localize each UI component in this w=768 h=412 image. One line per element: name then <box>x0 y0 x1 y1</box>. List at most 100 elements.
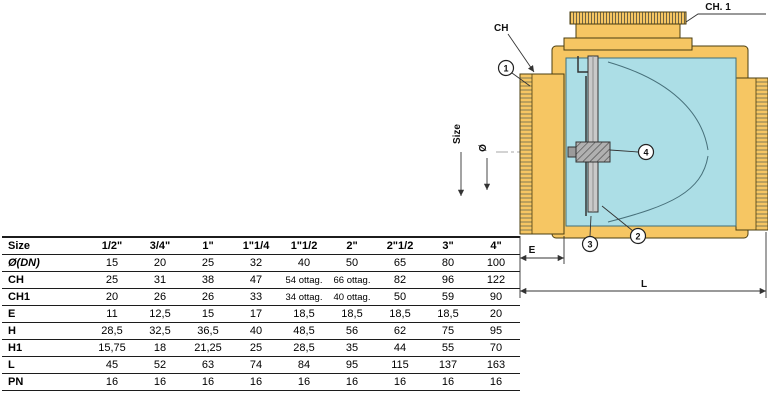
row-label: CH1 <box>2 288 88 306</box>
table-cell: 11 <box>88 305 136 323</box>
table-cell: 48,5 <box>280 322 328 340</box>
ch1-leader-line <box>685 13 766 23</box>
cap-knurl-hatch <box>569 11 687 25</box>
table-cell: 50 <box>376 288 424 306</box>
table-cell: 82 <box>376 271 424 289</box>
size-column-header: 1/2" <box>88 236 136 255</box>
table-cell: 20 <box>136 254 184 272</box>
table-cell: 40 <box>280 254 328 272</box>
cap-body <box>575 23 681 39</box>
callout-3-leader <box>589 215 592 237</box>
table-cell: 15,75 <box>88 339 136 357</box>
table-cell: 21,25 <box>184 339 232 357</box>
table-cell: 47 <box>232 271 280 289</box>
table-cell: 38 <box>184 271 232 289</box>
table-cell: 63 <box>184 356 232 374</box>
ch-leader-line <box>507 33 535 73</box>
table-cell: 90 <box>472 288 520 306</box>
table-cell: 137 <box>424 356 472 374</box>
table-cell: 18,5 <box>280 305 328 323</box>
table-cell: 16 <box>232 373 280 391</box>
table-cell: 35 <box>328 339 376 357</box>
table-cell: 25 <box>184 254 232 272</box>
table-cell: 36,5 <box>184 322 232 340</box>
table-cell: 44 <box>376 339 424 357</box>
table-corner-header: Size <box>2 236 88 255</box>
table-cell: 16 <box>280 373 328 391</box>
diameter-dim-label: Ø <box>478 144 489 152</box>
callout-2 <box>629 227 647 245</box>
table-cell: 28,5 <box>88 322 136 340</box>
table-cell: 18,5 <box>328 305 376 323</box>
right-thread-hatch <box>755 77 768 231</box>
valve-technical-drawing: Size Ø CH CH. 1 E L 1 <box>440 0 768 332</box>
table-cell: 56 <box>328 322 376 340</box>
callout-2-number: 2 <box>635 232 640 242</box>
table-cell: 66 ottag. <box>328 271 376 289</box>
table-cell: 122 <box>472 271 520 289</box>
table-cell: 55 <box>424 339 472 357</box>
table-cell: 16 <box>184 373 232 391</box>
row-label: E <box>2 305 88 323</box>
table-cell: 20 <box>472 305 520 323</box>
table-cell: 115 <box>376 356 424 374</box>
table-cell: 16 <box>376 373 424 391</box>
flow-contour-upper <box>607 61 709 151</box>
table-cell: 26 <box>136 288 184 306</box>
table-cell: 34 ottag. <box>280 288 328 306</box>
table-cell: 59 <box>424 288 472 306</box>
table-cell: 84 <box>280 356 328 374</box>
table-cell: 74 <box>232 356 280 374</box>
table-cell: 16 <box>424 373 472 391</box>
table-cell: 18 <box>136 339 184 357</box>
size-column-header: 4" <box>472 236 520 255</box>
left-thread-hatch <box>519 73 533 235</box>
table-cell: 25 <box>232 339 280 357</box>
table-cell: 16 <box>136 373 184 391</box>
table-cell: 28,5 <box>280 339 328 357</box>
size-column-header: 1"1/2 <box>280 236 328 255</box>
table-cell: 17 <box>232 305 280 323</box>
ch1-dim-label: CH. 1 <box>705 2 731 13</box>
e-dim-label: E <box>529 245 536 256</box>
table-cell: 54 ottag. <box>280 271 328 289</box>
valve-cross-section-svg: Size Ø CH CH. 1 E L 1 <box>452 2 768 298</box>
disc-stem <box>567 146 577 158</box>
row-label: H <box>2 322 88 340</box>
table-cell: 70 <box>472 339 520 357</box>
table-cell: 20 <box>88 288 136 306</box>
table-cell: 62 <box>376 322 424 340</box>
callout-1 <box>497 59 515 77</box>
table-cell: 75 <box>424 322 472 340</box>
callout-4 <box>637 143 655 161</box>
size-column-header: 1"1/4 <box>232 236 280 255</box>
table-cell: 15 <box>88 254 136 272</box>
table-cell: 80 <box>424 254 472 272</box>
table-cell: 26 <box>184 288 232 306</box>
callout-2-leader <box>601 205 634 232</box>
cap-flange <box>563 37 693 51</box>
callout-4-leader <box>609 149 639 153</box>
row-label: Ø(DN) <box>2 254 88 272</box>
size-column-header: 3" <box>424 236 472 255</box>
table-cell: 32 <box>232 254 280 272</box>
table-cell: 18,5 <box>376 305 424 323</box>
table-cell: 16 <box>472 373 520 391</box>
row-label: H1 <box>2 339 88 357</box>
flow-contour-lower <box>607 155 709 223</box>
callouts: 1 4 2 3 <box>497 59 655 253</box>
table-cell: 15 <box>184 305 232 323</box>
table-cell: 12,5 <box>136 305 184 323</box>
table-cell: 32,5 <box>136 322 184 340</box>
table-cell: 50 <box>328 254 376 272</box>
ch-dim-label: CH <box>494 23 508 34</box>
table-cell: 40 <box>232 322 280 340</box>
table-cell: 33 <box>232 288 280 306</box>
callout-1-number: 1 <box>503 64 508 74</box>
